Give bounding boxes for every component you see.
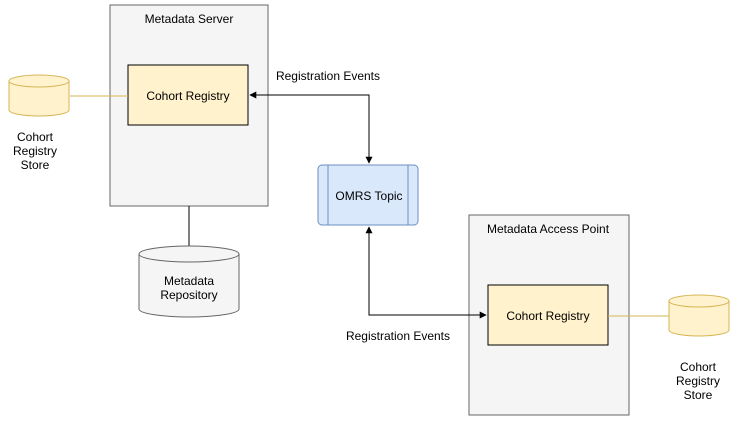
access-point-cohort-registry-box [487, 284, 609, 346]
metadata-repository-cylinder [138, 245, 240, 318]
store-left-cylinder [8, 74, 70, 117]
store-left-label-1: Cohort [17, 130, 54, 144]
metadata-repository-rim [138, 253, 240, 263]
server-cohort-registry[interactable]: Cohort Registry [127, 64, 249, 126]
store-right-cylinder [668, 294, 730, 337]
metadata-access-point-title: Metadata Access Point [487, 222, 610, 236]
store-right-label-1: Cohort [680, 360, 717, 374]
access-point-cohort-registry-label: Cohort Registry [506, 309, 589, 323]
server-cohort-registry-box [127, 64, 249, 126]
store-left-cylinder-rim [8, 80, 70, 88]
access-point-cohort-registry[interactable]: Cohort Registry [487, 284, 609, 346]
edge-topic-access-point [365, 226, 487, 319]
store-right-label-2: Registry [676, 374, 720, 388]
store-left-label-2: Registry [13, 144, 57, 158]
omrs-topic-label: OMRS Topic [335, 189, 402, 203]
metadata-repository-label-2: Repository [160, 288, 217, 302]
metadata-repository[interactable]: Metadata Repository [138, 245, 240, 318]
cohort-registry-store-left[interactable]: Cohort Registry Store [8, 74, 70, 172]
metadata-server-title: Metadata Server [145, 12, 234, 26]
omrs-topic[interactable]: OMRS Topic [317, 164, 419, 226]
metadata-repository-label-1: Metadata [164, 274, 214, 288]
server-cohort-registry-label: Cohort Registry [146, 89, 229, 103]
cohort-registry-store-right[interactable]: Cohort Registry Store [668, 294, 730, 402]
store-right-cylinder-rim [668, 300, 730, 308]
edge-top-label: Registration Events [276, 69, 380, 83]
edge-server-topic [249, 91, 373, 164]
store-left-label-3: Store [21, 158, 50, 172]
edge-bottom-label: Registration Events [346, 329, 450, 343]
omrs-topic-box [317, 164, 419, 226]
store-right-label-3: Store [684, 388, 713, 402]
